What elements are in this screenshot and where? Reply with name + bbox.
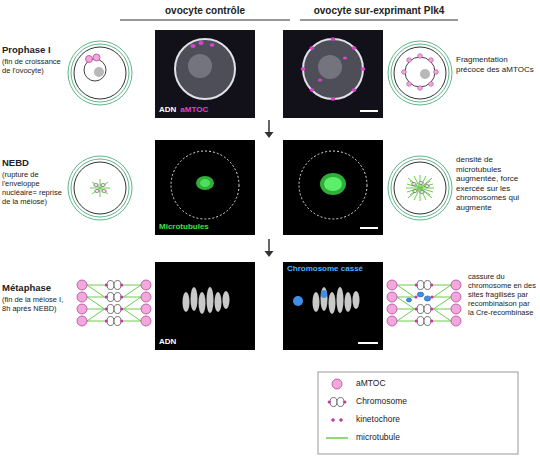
legend-row: kinetochore <box>356 414 506 424</box>
spindle-schematic <box>387 280 461 326</box>
annotation-text: densité de microtubules augmentée, force… <box>456 155 536 213</box>
label-holder: (fin de croissance de l'ovocyte) <box>2 57 66 75</box>
legend-frame <box>318 372 518 454</box>
label-holder: Prophase I <box>2 44 68 55</box>
panel-label: ADN <box>159 106 176 115</box>
micrograph-panel: ADN aMTOC <box>155 30 255 118</box>
legend-text: Chromosome <box>356 396 506 406</box>
legend-row: microtubule <box>356 432 506 442</box>
oocyte-schematic <box>388 41 452 105</box>
micrograph-panel: Microtubules <box>155 140 255 235</box>
annotation-text: cassure du chromosome en des sites fragi… <box>468 272 536 317</box>
legend-text: aMTOC <box>356 378 506 388</box>
legend-sample <box>331 418 343 422</box>
row-title: Prophase I <box>2 44 68 55</box>
micrograph <box>155 262 255 350</box>
micrograph <box>283 262 383 350</box>
label-holder: cassure du chromosome en des sites fragi… <box>468 272 536 317</box>
micrograph-panel: ADN <box>155 262 255 350</box>
legend-text: kinetochore <box>356 414 506 424</box>
micrograph <box>155 140 255 235</box>
row-title: NEBD <box>2 157 68 168</box>
label-holder: densité de microtubules augmentée, force… <box>456 155 536 213</box>
oocyte-schematic <box>68 156 132 220</box>
micrograph-panel: Chromosome cassé <box>283 262 383 350</box>
label-holder: Fragmentation précoce des aMTOCs <box>456 55 536 74</box>
label-holder: Métaphase <box>2 282 72 293</box>
micrograph <box>283 140 383 235</box>
legend-row: Chromosome <box>356 396 506 406</box>
micrograph <box>155 30 255 118</box>
panel-label: Microtubules <box>159 223 209 232</box>
label-holder: ovocyte contrôle <box>120 5 290 17</box>
annotation-text: Fragmentation précoce des aMTOCs <box>456 55 536 74</box>
annotation-text: (fin de croissance de l'ovocyte) <box>2 57 66 75</box>
oocyte-schematic <box>68 41 132 105</box>
legend-sample <box>328 398 347 407</box>
row-title: ovocyte sur-exprimant Plk4 <box>300 5 458 17</box>
down-arrow <box>265 239 274 257</box>
annotation-text: (fin de la méiose I, 8h après NEBD) <box>2 295 72 313</box>
legend-text: microtubule <box>356 432 506 442</box>
row-title: Métaphase <box>2 282 72 293</box>
oocyte-schematic <box>388 156 452 220</box>
legend-row: aMTOC <box>356 378 506 388</box>
panel-label: ADN <box>159 338 176 347</box>
label-holder: NEBD <box>2 157 68 168</box>
panel-label: Chromosome cassé <box>287 265 363 274</box>
micrograph <box>283 30 383 118</box>
label-holder: (rupture de l'enveloppe nucléaire= repri… <box>2 170 66 206</box>
label-holder: (fin de la méiose I, 8h après NEBD) <box>2 295 72 313</box>
spindle-schematic <box>77 280 151 326</box>
panel-label: aMTOC <box>180 106 208 115</box>
down-arrow <box>265 120 274 138</box>
legend-sample <box>326 437 348 439</box>
annotation-text: (rupture de l'enveloppe nucléaire= repri… <box>2 170 66 206</box>
label-holder: ovocyte sur-exprimant Plk4 <box>300 5 458 17</box>
legend-sample <box>332 379 342 389</box>
row-title: ovocyte contrôle <box>120 5 290 17</box>
